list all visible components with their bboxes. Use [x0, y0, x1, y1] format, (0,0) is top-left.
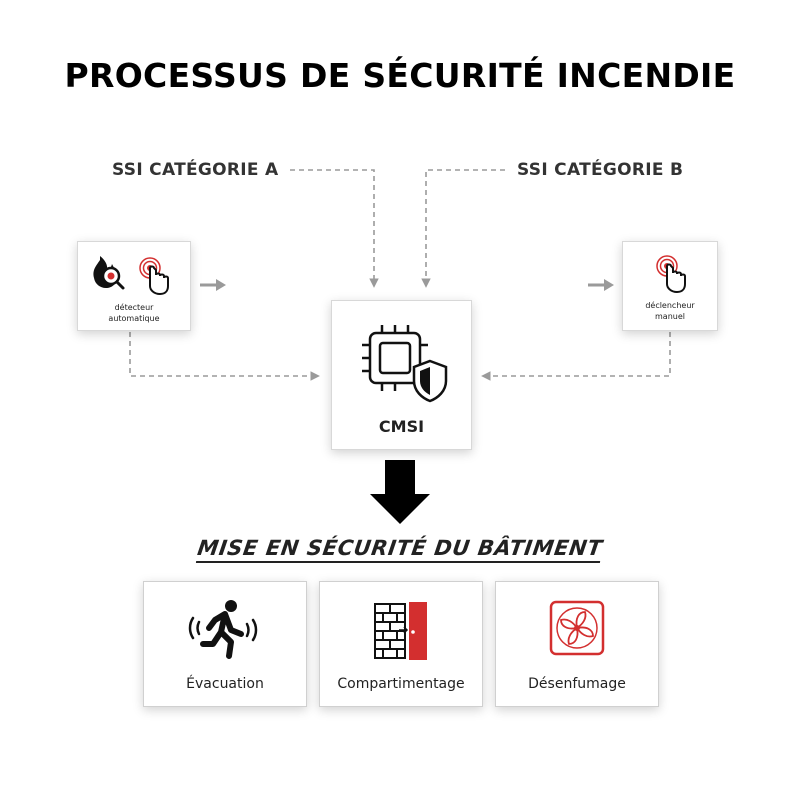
evacuation-box: Évacuation — [143, 581, 307, 707]
down-arrow — [370, 460, 430, 524]
section-subtitle: MISE EN SÉCURITÉ DU BÂTIMENT — [0, 536, 800, 563]
fire-detector-icon — [93, 256, 125, 290]
connector-category-b — [421, 169, 505, 288]
category-a-label: SSI CATÉGORIE A — [112, 160, 279, 180]
action-label: Compartimentage — [337, 676, 465, 692]
arrow-right-small — [216, 279, 226, 291]
cmsi-label: CMSI — [378, 417, 425, 436]
arrow-right-small-b — [604, 279, 614, 291]
chip-shield-icon — [362, 325, 448, 403]
manual-call-point-icon — [656, 255, 686, 294]
desenfumage-box: Désenfumage — [495, 581, 659, 707]
connector-category-a — [290, 169, 379, 288]
compartimentage-box: Compartimentage — [319, 581, 483, 707]
detector-icons — [93, 256, 169, 296]
section-subtitle-text: MISE EN SÉCURITÉ DU BÂTIMENT — [195, 536, 604, 563]
detecteur-box: détecteur automatique — [77, 241, 191, 331]
cmsi-box: CMSI — [331, 300, 472, 450]
manual-call-point-icon — [139, 257, 169, 296]
declencheur-label: déclencheur manuel — [645, 301, 695, 321]
running-person-icon — [188, 600, 258, 659]
extraction-fan-icon — [549, 600, 605, 656]
detecteur-label: détecteur automatique — [108, 303, 160, 323]
fire-door-icon — [374, 602, 427, 660]
action-label: Évacuation — [186, 676, 264, 692]
declencheur-box: déclencheur manuel — [622, 241, 718, 331]
category-b-label: SSI CATÉGORIE B — [517, 160, 684, 180]
diagram-title: PROCESSUS DE SÉCURITÉ INCENDIE — [64, 56, 736, 95]
connector-detecteur — [129, 332, 320, 381]
connector-declencheur — [481, 332, 671, 381]
action-label: Désenfumage — [528, 676, 626, 692]
